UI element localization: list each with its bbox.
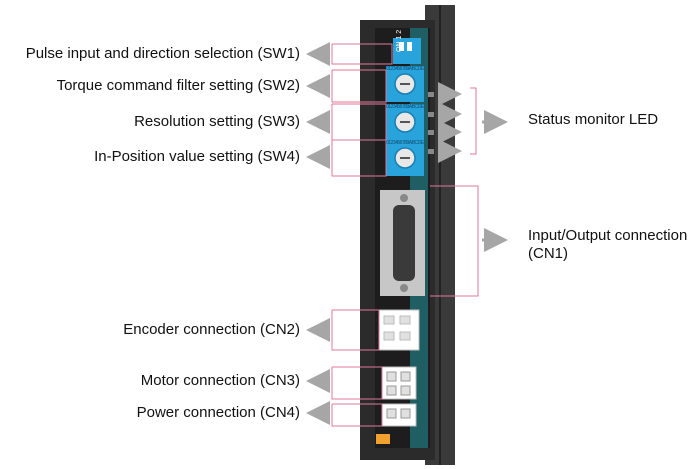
label-cn1-suffix: (CN1) xyxy=(528,245,568,262)
label-cn3: Motor connection (CN3) xyxy=(140,372,300,389)
label-cn4: Power connection (CN4) xyxy=(136,404,300,421)
label-cn1: Input/Output connection xyxy=(528,227,688,244)
label-sw4: In-Position value setting (SW4) xyxy=(94,148,300,165)
rotary-dial-text-sw2: 0123456789ABCDEF xyxy=(386,66,424,72)
orange-indicator xyxy=(376,434,390,444)
dip-switch-text: ON 1 2 xyxy=(396,29,403,52)
status-leds xyxy=(428,92,434,154)
label-sw3: Resolution setting (SW3) xyxy=(134,113,300,130)
label-status-led: Status monitor LED xyxy=(528,111,659,128)
leader-lines xyxy=(331,43,479,427)
rotary-dial-text-sw4: 0123456789ABCDEF xyxy=(386,140,424,146)
label-cn2: Encoder connection (CN2) xyxy=(123,321,300,338)
rotary-dial-text-sw3: 0123456789ABCDEF xyxy=(386,104,424,110)
label-sw1: Pulse input and direction selection (SW1… xyxy=(25,45,300,62)
pointer-arrows xyxy=(306,42,508,425)
label-sw2: Torque command filter setting (SW2) xyxy=(56,77,300,94)
